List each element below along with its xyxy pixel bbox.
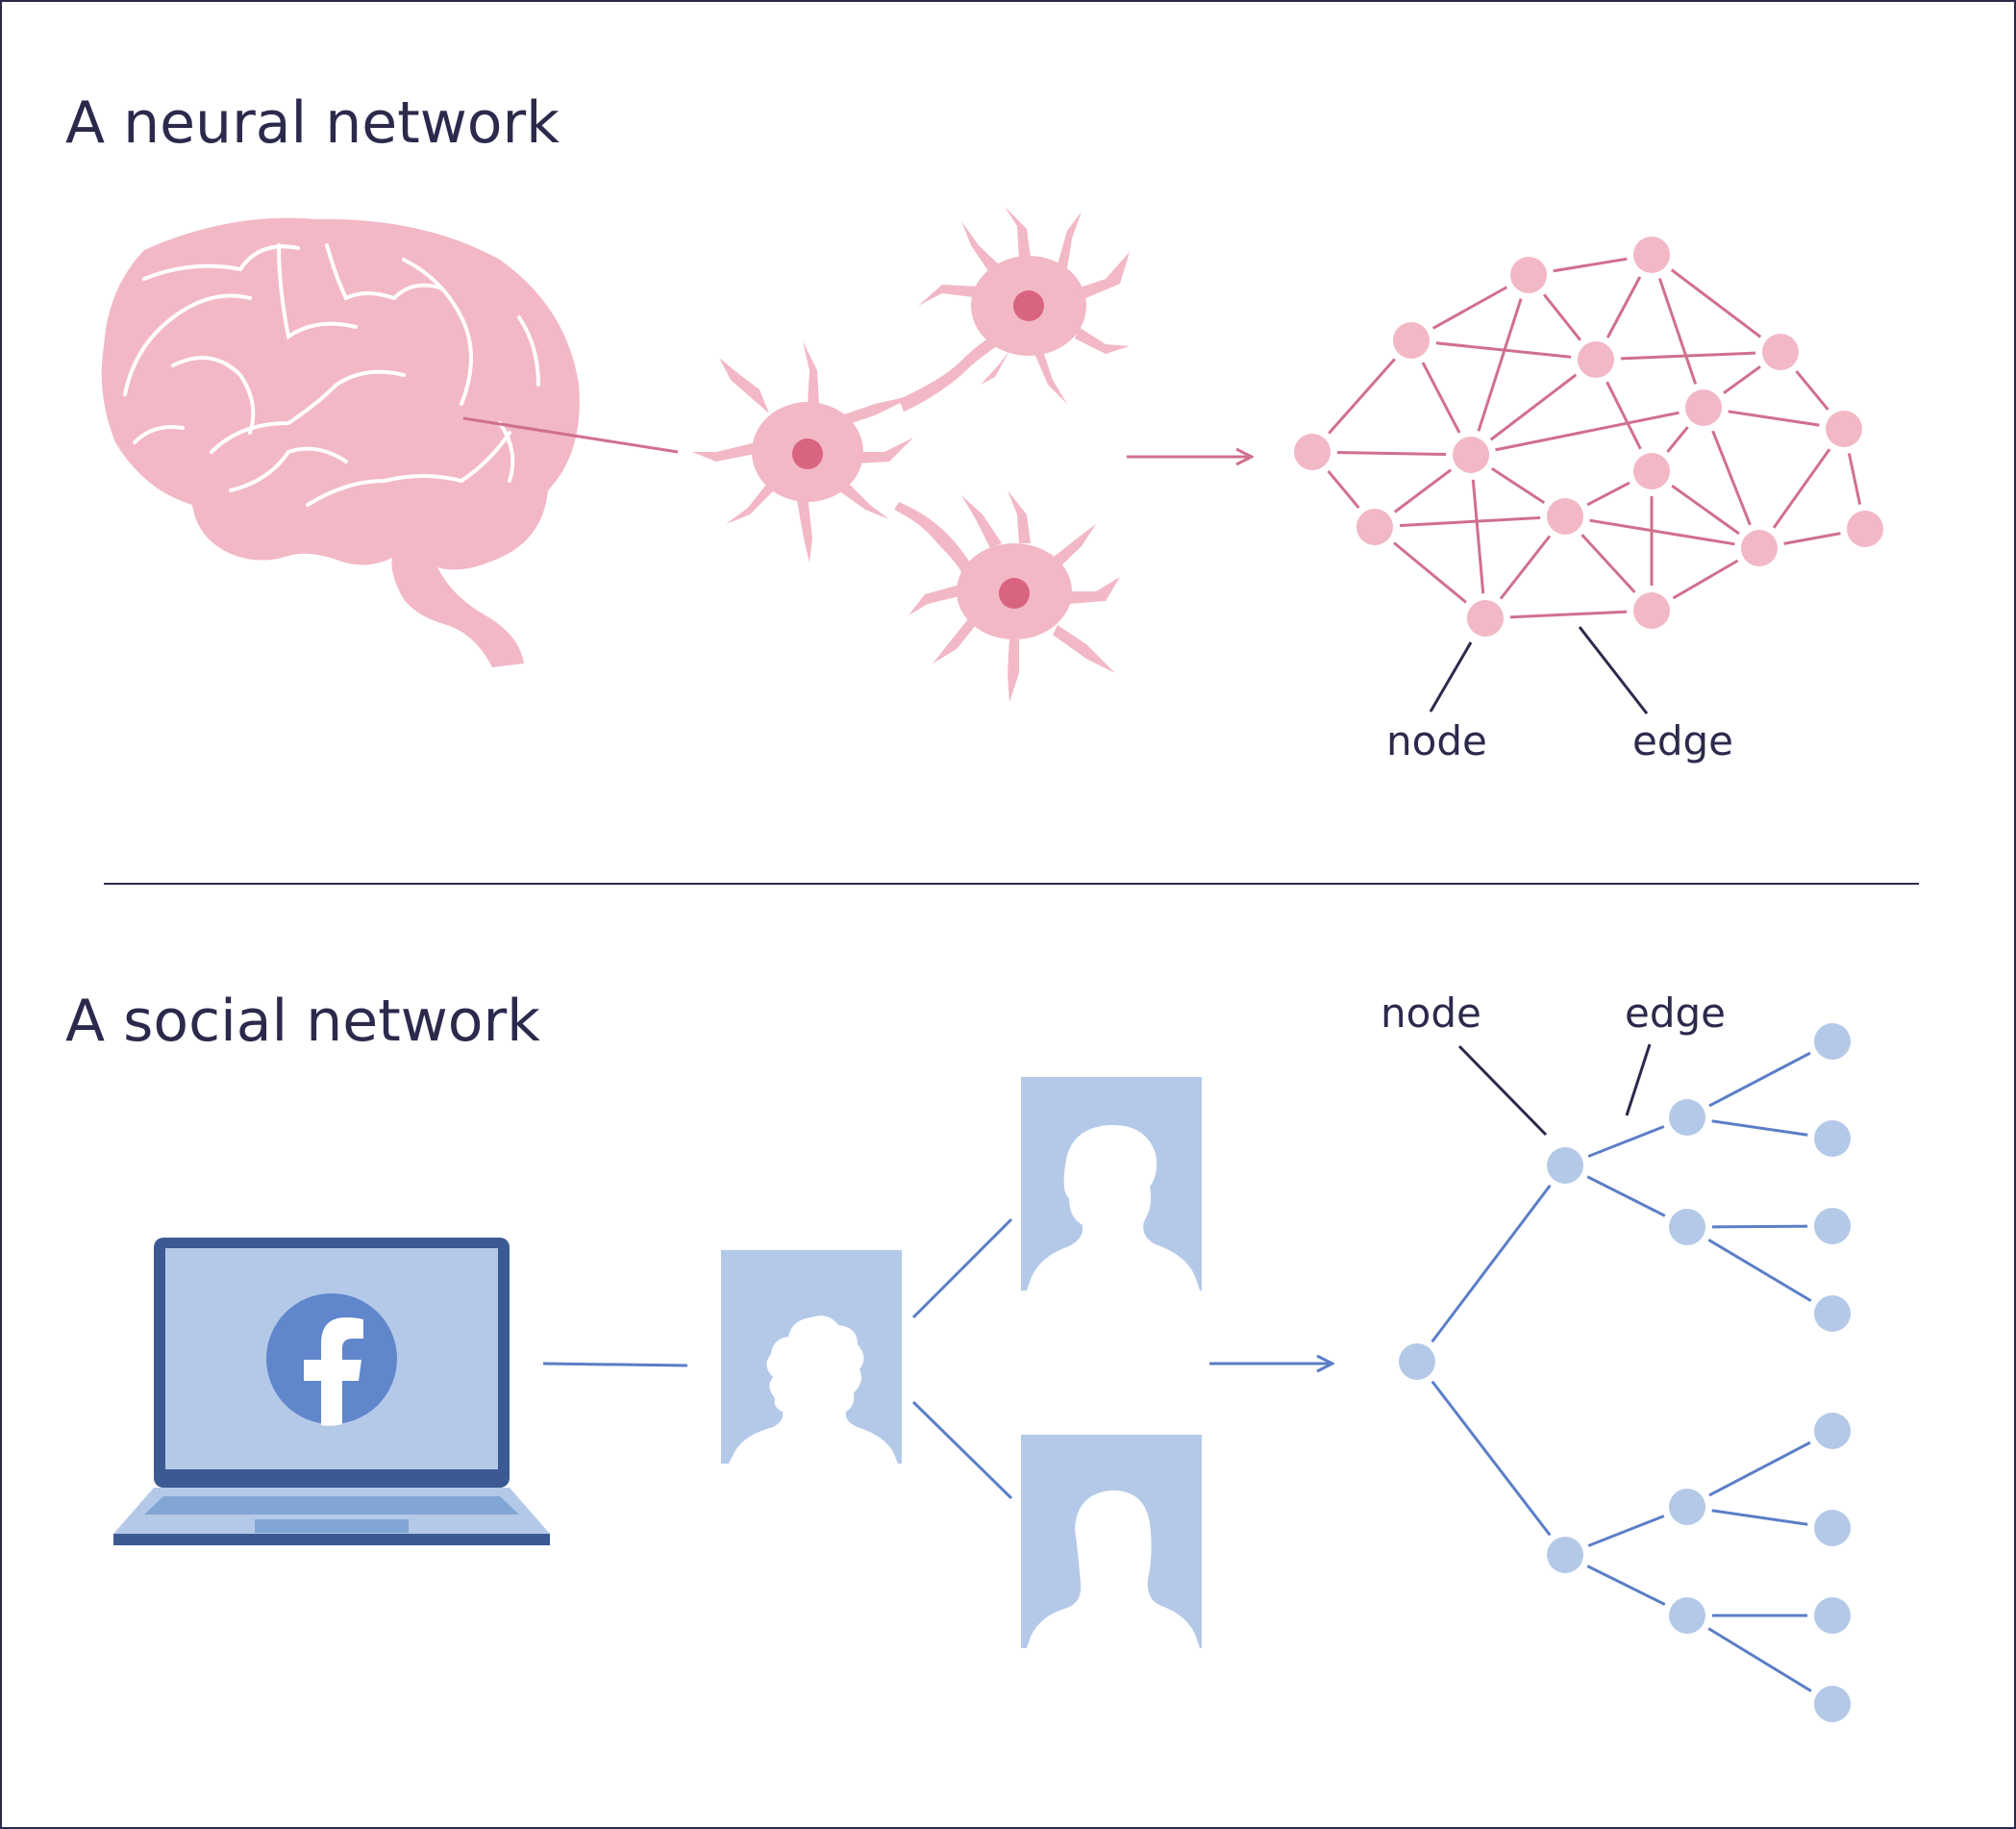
profile-card-main — [721, 1250, 902, 1464]
social-node-pointer — [1457, 1044, 1548, 1137]
social-node — [1669, 1489, 1705, 1525]
laptop-to-profile-line — [542, 1362, 688, 1367]
social-edge-label: edge — [1625, 990, 1726, 1037]
social-node — [1669, 1597, 1705, 1634]
neural-node — [1633, 237, 1670, 273]
neural-edge-pointer — [1578, 626, 1649, 714]
neural-graph-nodes — [1294, 237, 1883, 637]
neuron-icon — [692, 207, 1130, 702]
social-node — [1669, 1099, 1705, 1136]
profile-edge-1 — [911, 1217, 1013, 1319]
neural-node — [1762, 334, 1799, 370]
neural-node — [1578, 341, 1614, 378]
social-node — [1814, 1023, 1851, 1060]
social-graph-nodes — [1399, 1023, 1851, 1722]
social-node — [1399, 1343, 1435, 1380]
social-node — [1814, 1413, 1851, 1449]
neural-node — [1633, 592, 1670, 629]
neural-node — [1633, 453, 1670, 489]
neural-node — [1826, 411, 1862, 447]
neural-node — [1393, 322, 1430, 359]
social-node — [1547, 1537, 1583, 1573]
social-node-label: node — [1381, 990, 1481, 1037]
profile-card-friend-1 — [1021, 1077, 1202, 1290]
person-silhouette-icon — [1027, 1490, 1200, 1648]
neural-node-label: node — [1386, 717, 1487, 764]
social-node — [1814, 1295, 1851, 1332]
neural-node — [1741, 530, 1778, 566]
brain-icon — [101, 217, 580, 667]
social-node — [1814, 1686, 1851, 1722]
profile-card-friend-2 — [1021, 1435, 1202, 1648]
neural-node — [1356, 509, 1393, 545]
social-node — [1814, 1510, 1851, 1546]
social-node — [1814, 1597, 1851, 1634]
neural-node — [1467, 600, 1504, 637]
social-node — [1814, 1208, 1851, 1244]
profile-edge-2 — [911, 1400, 1013, 1500]
neural-node-pointer — [1429, 641, 1473, 713]
neural-node — [1685, 389, 1722, 426]
social-node — [1669, 1209, 1705, 1245]
social-node — [1814, 1120, 1851, 1157]
neural-node — [1547, 498, 1583, 535]
facebook-logo-icon — [266, 1293, 397, 1426]
neural-node — [1453, 437, 1489, 473]
neural-network-title: A neural network — [65, 89, 560, 157]
neural-node — [1294, 434, 1331, 470]
social-network-title: A social network — [65, 988, 540, 1055]
neural-node — [1847, 511, 1883, 547]
neural-node — [1510, 257, 1547, 293]
neural-edge-label: edge — [1632, 717, 1733, 764]
brain-to-neuron-pointer — [462, 416, 679, 454]
laptop-icon — [113, 1238, 550, 1545]
person-silhouette-icon — [729, 1315, 898, 1464]
person-silhouette-icon — [1027, 1124, 1200, 1290]
social-edge-pointer — [1625, 1043, 1652, 1116]
social-node — [1547, 1147, 1583, 1184]
